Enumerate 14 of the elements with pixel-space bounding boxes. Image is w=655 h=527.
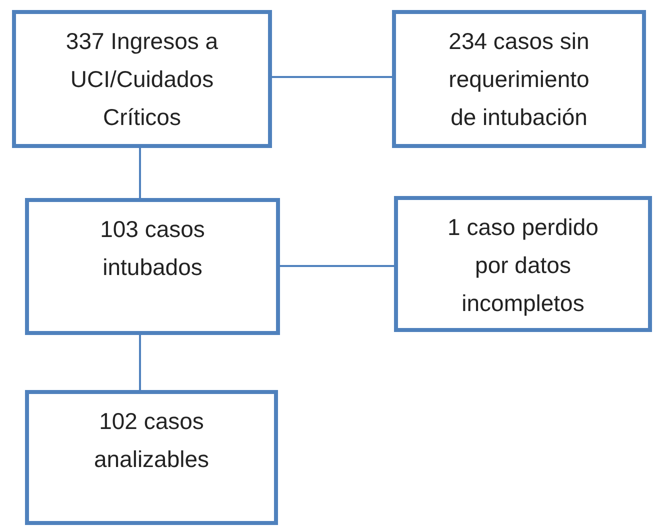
process-box — [25, 198, 280, 335]
box-text: 102 casos analizables — [92, 407, 210, 474]
process-box — [394, 196, 652, 332]
process-box — [12, 10, 272, 148]
connector-line — [139, 335, 141, 390]
box-text: 337 Ingresos a UCI/Cuidados Críticos — [64, 27, 220, 132]
connector-line — [139, 148, 141, 198]
process-box — [392, 10, 646, 148]
process-box — [25, 390, 278, 525]
box-text: 1 caso perdido por datos incompletos — [446, 213, 600, 318]
connector-line — [272, 76, 392, 78]
box-text: 103 casos intubados — [99, 215, 206, 282]
connector-line — [280, 265, 394, 267]
box-text: 234 casos sin requerimiento de intubación — [448, 27, 590, 132]
